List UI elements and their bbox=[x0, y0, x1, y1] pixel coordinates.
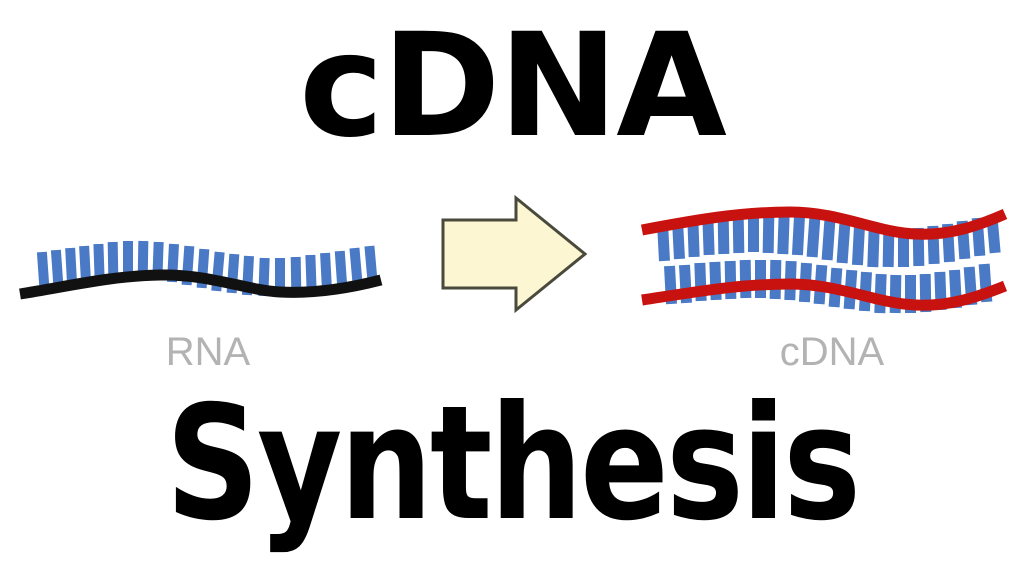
page-subtitle: Synthesis bbox=[165, 372, 861, 556]
diagram-figure bbox=[0, 190, 1024, 330]
rna-label: RNA bbox=[165, 330, 251, 374]
cdna-backbone-bottom bbox=[641, 278, 1008, 311]
page-title: cDNA bbox=[299, 2, 727, 169]
cdna-backbone-top bbox=[640, 206, 1008, 240]
cdna-strand-graphic bbox=[640, 206, 1008, 314]
right-arrow-icon bbox=[441, 194, 588, 314]
cdna-label: cDNA bbox=[779, 330, 885, 374]
rna-strand-graphic bbox=[19, 240, 383, 300]
rna-backbone bbox=[19, 269, 383, 300]
